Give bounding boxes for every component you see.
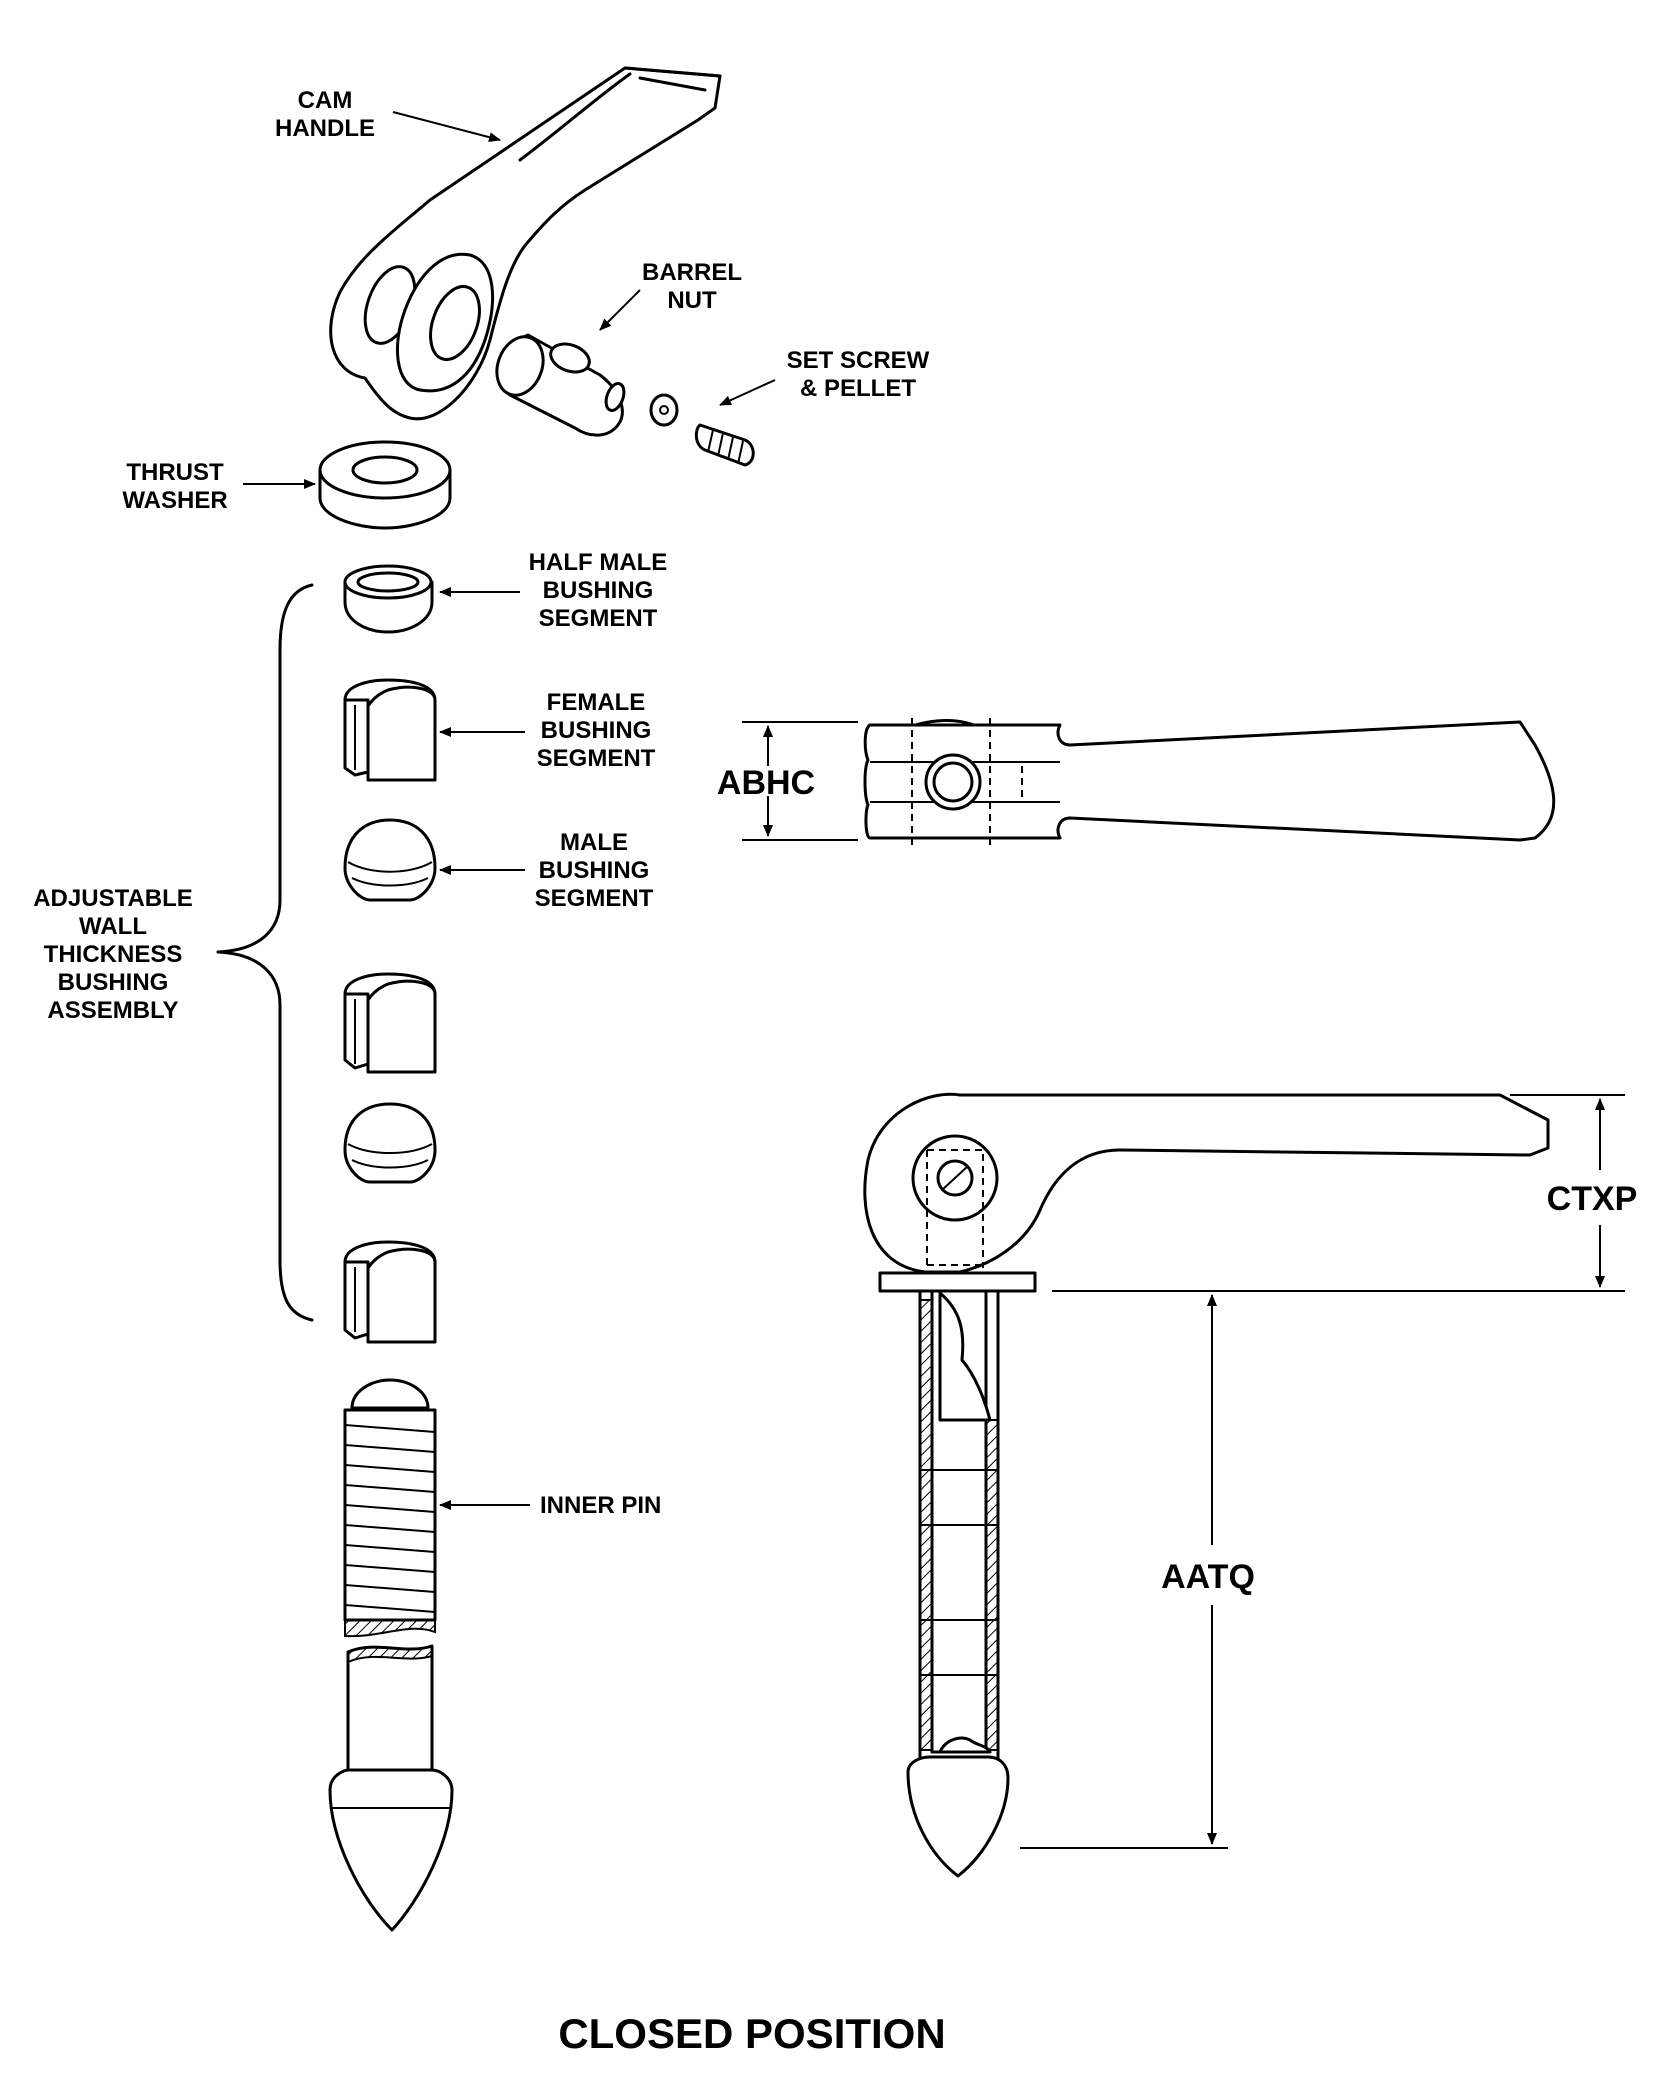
half-male-label-line-1: HALF MALE (529, 549, 668, 576)
label-cam-handle: CAM HANDLE (275, 87, 375, 142)
label-half-male: HALF MALE BUSHING SEGMENT (529, 549, 668, 632)
assembly-label-line-3: THICKNESS (44, 941, 183, 968)
half-male-label-line-3: SEGMENT (539, 605, 658, 632)
ctxp-dimension (1052, 1094, 1625, 1292)
ctxp-label: CTXP (1547, 1180, 1638, 1218)
male-label-line-2: BUSHING (539, 857, 650, 884)
label-thrust-washer: THRUST WASHER (122, 459, 227, 514)
female-label-line-1: FEMALE (547, 689, 646, 716)
assembly-label-line-5: ASSEMBLY (47, 997, 178, 1024)
female-label-line-3: SEGMENT (537, 745, 656, 772)
aatq-dimension (1020, 1294, 1228, 1849)
barrel-nut-label-line-1: BARREL (642, 259, 742, 286)
barrel-nut-part (495, 333, 626, 437)
label-female: FEMALE BUSHING SEGMENT (537, 689, 656, 772)
label-assembly: ADJUSTABLE WALL THICKNESS BUSHING ASSEMB… (33, 885, 193, 1024)
inner-pin-label: INNER PIN (540, 1492, 661, 1519)
handle-side-view (863, 1092, 1550, 1878)
female-bushing-part-3 (343, 1240, 437, 1344)
set-screw-pellet-part (649, 393, 755, 467)
female-bushing-part-2 (343, 972, 437, 1074)
set-screw-label-line-1: SET SCREW (787, 347, 930, 374)
label-male: MALE BUSHING SEGMENT (535, 829, 654, 912)
assembly-brace (216, 583, 314, 1322)
female-label-line-2: BUSHING (541, 717, 652, 744)
abhc-label: ABHC (717, 764, 815, 802)
barrel-nut-label-line-2: NUT (667, 287, 717, 314)
thrust-washer-label-line-1: THRUST (126, 459, 224, 486)
leader-arrows (243, 111, 776, 1510)
assembly-label-line-4: BUSHING (58, 969, 169, 996)
thrust-washer-part (318, 440, 452, 530)
cam-handle-label-line-2: HANDLE (275, 115, 375, 142)
assembly-label-line-1: ADJUSTABLE (33, 885, 193, 912)
assembly-label-line-2: WALL (79, 913, 147, 940)
set-screw-label-line-2: & PELLET (800, 375, 916, 402)
abhc-dimension (742, 721, 858, 841)
male-bushing-part-1 (343, 818, 437, 902)
caption: CLOSED POSITION (558, 2010, 945, 2057)
label-barrel-nut: BARREL NUT (642, 259, 742, 314)
handle-top-view (863, 718, 1556, 845)
half-male-label-line-2: BUSHING (543, 577, 654, 604)
half-male-bushing-part (343, 564, 434, 634)
inner-pin-part (328, 1378, 454, 1932)
cam-handle-part (329, 66, 722, 421)
male-label-line-3: SEGMENT (535, 885, 654, 912)
label-set-screw: SET SCREW & PELLET (787, 347, 930, 402)
female-bushing-part-1 (343, 678, 437, 782)
aatq-label: AATQ (1161, 1558, 1255, 1596)
male-bushing-part-2 (343, 1102, 437, 1184)
male-label-line-1: MALE (560, 829, 628, 856)
cam-handle-label-line-1: CAM (298, 87, 353, 114)
thrust-washer-label-line-2: WASHER (122, 487, 227, 514)
